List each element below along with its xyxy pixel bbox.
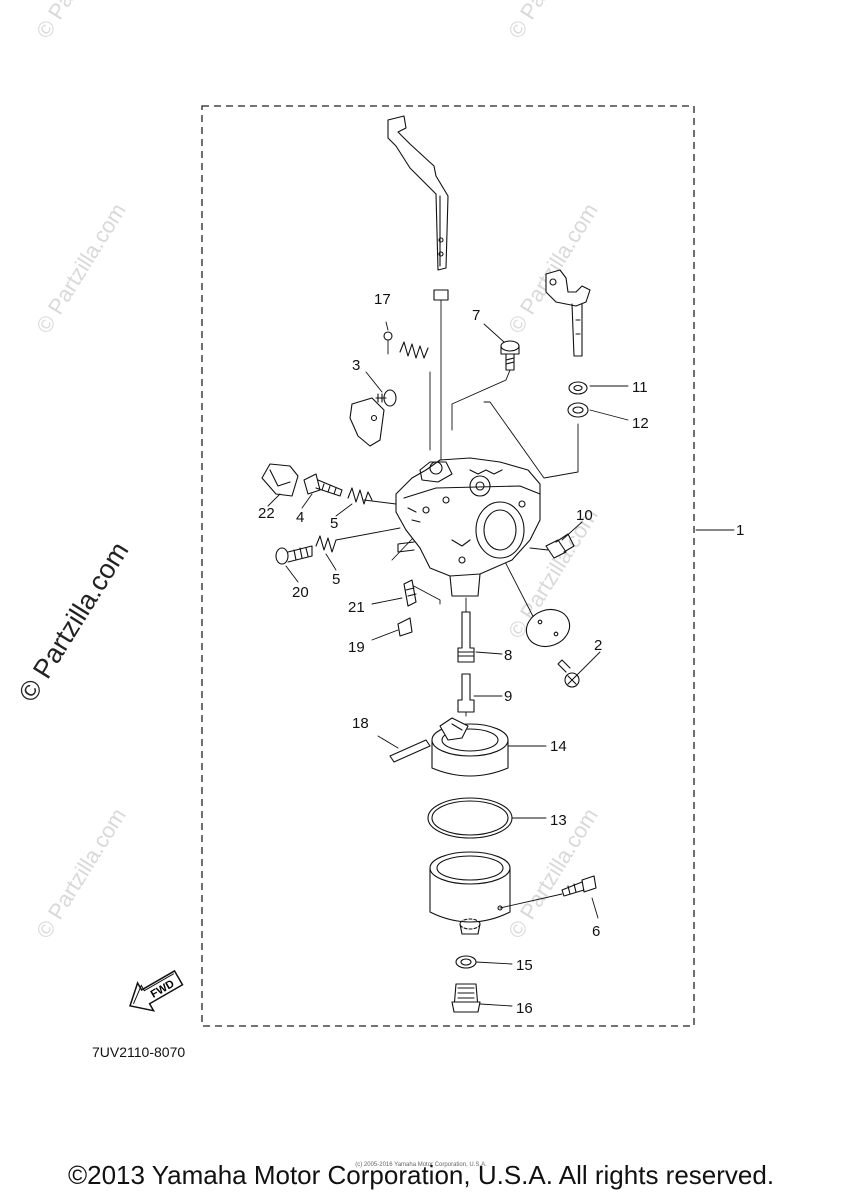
fine-print: (c) 2005-2016 Yamaha Motor Corporation, … [355, 1162, 487, 1168]
part-6-screw [561, 875, 597, 897]
part-19-clip [397, 617, 413, 637]
part-5-spring-lower [315, 535, 337, 553]
callout-20: 20 [292, 584, 309, 601]
callout-13: 13 [550, 812, 567, 829]
part-8-tube [457, 611, 475, 663]
part-17-spring [399, 341, 429, 359]
part-18-pin [389, 739, 431, 763]
part-4-screw [303, 473, 343, 497]
callout-6: 6 [592, 923, 600, 940]
callout-3: 3 [352, 357, 360, 374]
callout-15: 15 [516, 957, 533, 974]
choke-bracket [349, 397, 385, 447]
callout-2: 2 [594, 637, 602, 654]
carburetor-body [395, 457, 541, 597]
callout-14: 14 [550, 738, 567, 755]
callout-17: 17 [374, 291, 391, 308]
part-9-jet [457, 673, 475, 713]
part-7-screw [500, 340, 520, 371]
part-20-screw [275, 545, 313, 565]
part-15-washer [455, 955, 477, 969]
callout-16: 16 [516, 1000, 533, 1017]
copyright-footer: ©2013 Yamaha Motor Corporation, U.S.A. A… [67, 1160, 775, 1190]
part-12-seal [567, 402, 589, 418]
choke-lever [545, 269, 591, 357]
part-16-screw [451, 983, 481, 1013]
part-5-spring-upper [347, 487, 373, 505]
part-2-plate [525, 608, 571, 648]
watermark: © Partzilla.com [503, 199, 603, 338]
fwd-label: FWD [149, 978, 177, 1001]
watermark: © Partzilla.com [31, 0, 131, 43]
callout-1: 1 [736, 522, 744, 539]
callout-22: 22 [258, 505, 275, 522]
fwd-arrow-icon: FWD [129, 969, 184, 1012]
part-code: 7UV2110-8070 [92, 1044, 186, 1060]
callout-4: 4 [296, 509, 304, 526]
part-21-needle [403, 579, 417, 607]
part-10-jet [545, 533, 575, 559]
callout-5-upper: 5 [330, 515, 338, 532]
part-17-ball [383, 331, 393, 341]
callout-18: 18 [352, 715, 369, 732]
callout-8: 8 [504, 647, 512, 664]
part-11-washer [568, 381, 588, 395]
callout-12: 12 [632, 415, 649, 432]
watermark: © Partzilla.com [31, 199, 131, 338]
callout-labels: 1 2 3 4 5 5 6 7 8 9 10 11 12 13 14 15 16… [258, 291, 744, 1017]
part-2-screw [557, 659, 580, 688]
callout-5-lower: 5 [332, 571, 340, 588]
callout-7: 7 [472, 307, 480, 324]
part-13-gasket [427, 797, 513, 839]
callout-9: 9 [504, 688, 512, 705]
watermark: © Partzilla.com [503, 0, 603, 43]
watermark: © Partzilla.com [31, 804, 131, 943]
throttle-link-rod [387, 115, 449, 271]
assembly-boundary [201, 105, 695, 1027]
callout-11: 11 [632, 379, 648, 396]
callout-10: 10 [576, 507, 593, 524]
part-22-cap [261, 463, 299, 497]
callout-19: 19 [348, 639, 365, 656]
callout-21: 21 [348, 599, 365, 616]
leader-lines [267, 321, 735, 1007]
part-3-screw [375, 389, 397, 407]
part-14-float [431, 717, 509, 777]
float-bowl [429, 851, 511, 935]
rod-plug [433, 289, 449, 301]
